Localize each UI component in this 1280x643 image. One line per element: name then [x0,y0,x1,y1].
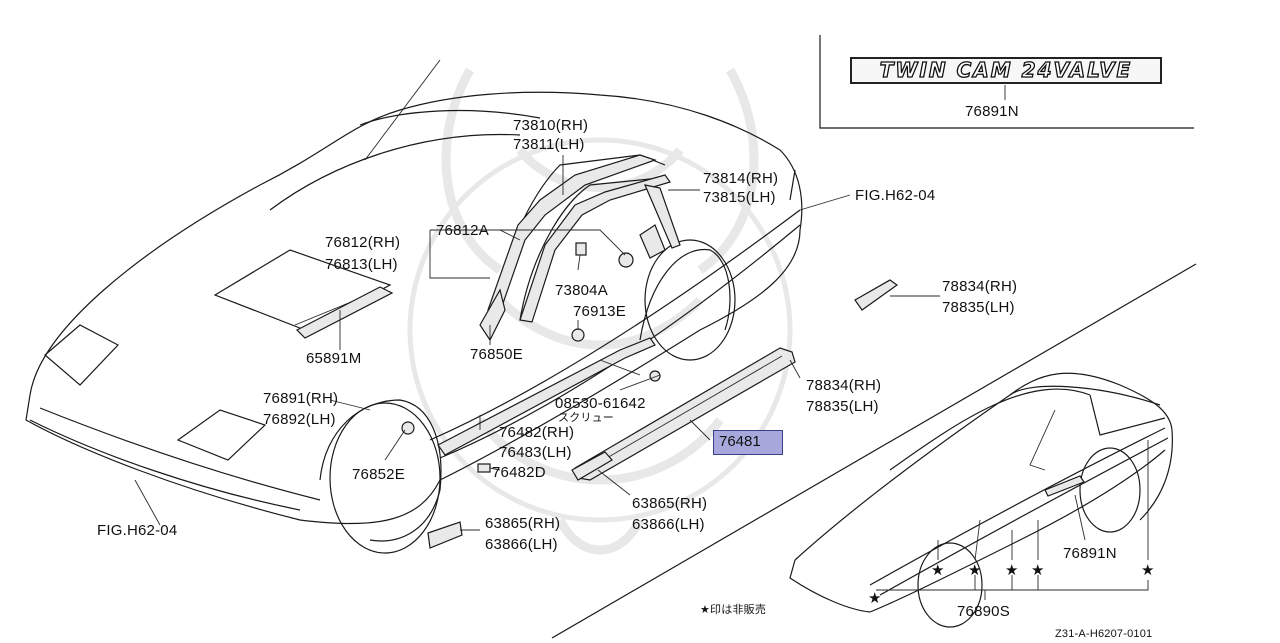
part-label[interactable]: 76482D [492,464,546,481]
part-label[interactable]: 78834(RH) [942,278,1018,295]
part-label[interactable]: 78835(LH) [942,299,1015,316]
star-icon: ★ [931,562,945,579]
moldings [295,154,899,549]
leader-lines [134,155,940,531]
main-car-outline [25,91,803,554]
part-label[interactable]: 08530-61642 [555,395,646,412]
figure-ref-label[interactable]: FIG.H62-04 [855,187,936,204]
part-label[interactable]: 76891N [1063,545,1117,562]
part-label[interactable]: 65891M [306,350,362,367]
twin-cam-emblem: TWIN CAM 24VALVE [850,57,1162,84]
part-label[interactable]: 73815(LH) [703,189,776,206]
edge-line [364,59,441,161]
part-label[interactable]: 78835(LH) [806,398,879,415]
part-note: スクリュー [558,412,614,424]
part-label[interactable]: 76890S [957,603,1010,620]
part-label[interactable]: 63866(LH) [632,516,705,533]
star-icon: ★ [1031,562,1045,579]
diagram-reference: Z31-A-H6207-0101 [1055,628,1153,640]
emblem-frame [819,35,1194,129]
part-label[interactable]: 73804A [555,282,608,299]
inset-car-outline [789,372,1173,628]
part-label[interactable]: 76913E [573,303,626,320]
part-label[interactable]: 73811(LH) [513,136,585,153]
part-label[interactable]: 76850E [470,346,523,363]
part-label[interactable]: 63865(RH) [485,515,561,532]
star-icon: ★ [968,562,982,579]
part-label[interactable]: 73814(RH) [703,170,779,187]
part-label[interactable]: 76891N [965,103,1019,120]
part-label[interactable]: 76892(LH) [263,411,336,428]
star-icon: ★ [1141,562,1155,579]
star-icon: ★ [868,590,882,607]
part-label[interactable]: 76812A [436,222,489,239]
not-sold-note: ★印は非販売 [700,604,767,616]
watermark-logo [407,67,793,555]
part-label[interactable]: 76812(RH) [325,234,401,251]
divider-line [551,263,1197,639]
part-label-highlighted[interactable]: 76481 [713,430,783,455]
part-label[interactable]: 76483(LH) [499,444,572,461]
figure-ref-label[interactable]: FIG.H62-04 [97,522,178,539]
part-label[interactable]: 76482(RH) [499,424,575,441]
part-label[interactable]: 63866(LH) [485,536,558,553]
part-label[interactable]: 73810(RH) [513,117,589,134]
part-label[interactable]: 63865(RH) [632,495,708,512]
part-label[interactable]: 76813(LH) [325,256,398,273]
part-label[interactable]: 76852E [352,466,405,483]
part-label[interactable]: 76891(RH) [263,390,339,407]
part-label[interactable]: 78834(RH) [806,377,882,394]
star-icon: ★ [1005,562,1019,579]
star-markers [876,440,1149,600]
